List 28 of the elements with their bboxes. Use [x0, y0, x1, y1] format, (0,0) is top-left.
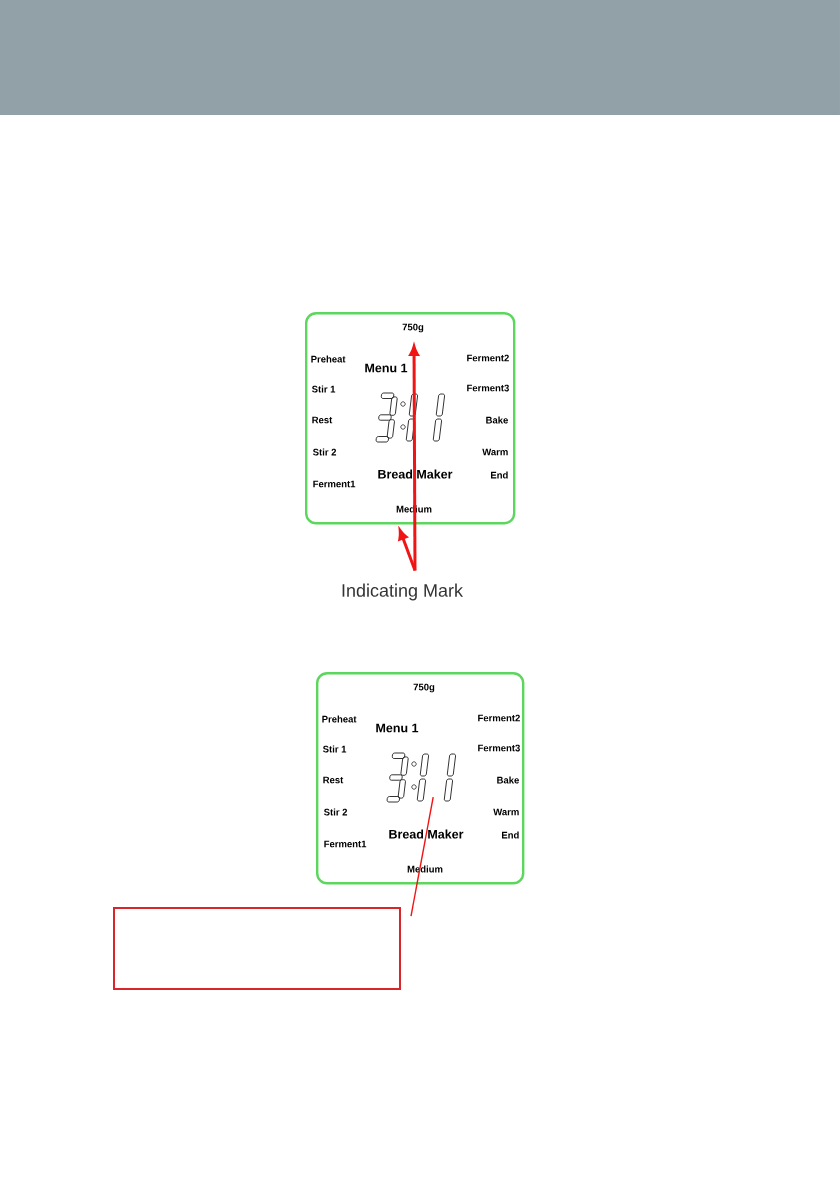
- panel-label: Stir 1: [311, 385, 336, 393]
- panel-label: End: [491, 471, 508, 479]
- panel-label: Rest: [323, 776, 344, 784]
- panel-label: Stir 1: [322, 745, 347, 753]
- panel-label: End: [502, 831, 519, 839]
- panel-label: Bread Maker: [378, 469, 453, 479]
- panel-label: Stir 2: [323, 808, 348, 816]
- panel-label: Menu 1: [376, 723, 419, 733]
- panel-label: Ferment3: [467, 384, 509, 392]
- panel-label: Rest: [312, 416, 333, 424]
- panel-label: Bake: [486, 416, 508, 424]
- panel-label: Bread Maker: [389, 829, 464, 839]
- panel-label: Ferment2: [478, 714, 520, 722]
- panel-label: Preheat: [322, 715, 357, 723]
- empty-box: [113, 907, 401, 990]
- panel-label: Warm: [482, 448, 508, 456]
- panel-label: 750g: [402, 323, 424, 333]
- panel-label: Warm: [493, 808, 519, 816]
- panel-label: 750g: [413, 683, 435, 693]
- panel-label: Stir 2: [312, 448, 337, 456]
- panel-label: Bake: [497, 776, 519, 784]
- panel-label: Ferment1: [324, 840, 367, 848]
- panel-label: Ferment1: [313, 480, 356, 488]
- panel-label: Ferment2: [467, 354, 509, 362]
- panel-label: Preheat: [311, 355, 346, 363]
- caption-text: Indicating Mark: [342, 583, 464, 601]
- panel-label: Menu 1: [365, 363, 408, 373]
- panel-label: Ferment3: [478, 744, 520, 752]
